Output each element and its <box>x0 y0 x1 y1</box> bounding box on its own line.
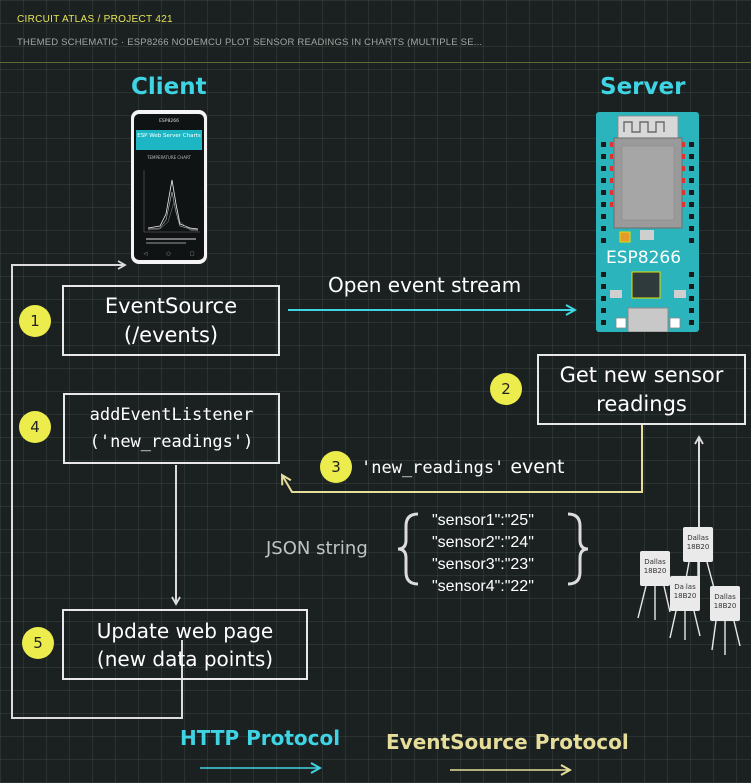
phone-chart <box>143 170 200 244</box>
step-1-line-2: (/events) <box>123 322 219 347</box>
step-2-get-readings-box: Get new sensor readings <box>537 354 746 425</box>
step-3-badge: 3 <box>320 451 352 483</box>
step-4-line-2: ('new_readings') <box>89 431 254 452</box>
json-line-sensor4: "sensor4":"22" <box>432 578 534 595</box>
breadcrumb[interactable]: CIRCUIT ATLAS / PROJECT 421 <box>17 14 173 25</box>
json-string-label: JSON string <box>266 538 368 559</box>
phone-banner: ESP Web Server Charts <box>136 130 202 150</box>
step-5-line-2: (new data points) <box>96 646 274 671</box>
step-5-update-box: Update web page (new data points) <box>62 609 308 680</box>
sensor-1-label-line-1: Dallas <box>644 558 666 566</box>
new-readings-event-arrow <box>282 425 643 493</box>
sensor-probe-4: Dallas 18B20 <box>710 586 740 621</box>
server-title: Server <box>600 74 686 100</box>
phone-nav-bar: ◁ ○ □ <box>134 251 204 257</box>
sensor-4-label-line-1: Dallas <box>714 593 736 601</box>
step-2-line-1: Get new sensor <box>559 362 724 387</box>
sensor-3-label-line-2: 18B20 <box>673 592 697 600</box>
legend-eventsource-label: EventSource Protocol <box>386 730 629 754</box>
json-right-brace <box>567 512 589 586</box>
json-line-sensor3: "sensor3":"23" <box>432 556 534 573</box>
sensor-4-label-line-2: 18B20 <box>713 602 737 610</box>
json-line-sensor2: "sensor2":"24" <box>432 534 534 551</box>
step-4-badge: 4 <box>19 411 51 443</box>
legend-http-label: HTTP Protocol <box>180 726 341 750</box>
step-5-badge: 5 <box>22 627 54 659</box>
json-lines: "sensor1":"25" "sensor2":"24" "sensor3":… <box>432 510 534 598</box>
sensor-2-label-line-2: 18B20 <box>686 543 710 551</box>
esp8266-board: ESP8266 <box>596 112 699 332</box>
phone-screen: ESP8266 ESP Web Server Charts TEMPERATUR… <box>134 114 204 260</box>
step-4-line-1: addEventListener <box>89 404 254 425</box>
back-icon: ◁ <box>143 251 148 257</box>
step-3-event-text: event <box>504 456 565 478</box>
phone-illustration: ESP8266 ESP Web Server Charts TEMPERATUR… <box>131 110 207 264</box>
step-3-event-code: 'new_readings' <box>361 458 505 478</box>
step-1-badge: 1 <box>19 305 51 337</box>
sensor-2-label-line-1: Dallas <box>687 534 709 542</box>
step-2-line-2: readings <box>596 391 687 416</box>
step-4-listener-box: addEventListener ('new_readings') <box>63 393 280 464</box>
board-details <box>601 115 694 332</box>
step-1-line-1: EventSource <box>104 293 238 318</box>
board-label: ESP8266 <box>606 248 682 268</box>
client-title: Client <box>131 74 207 100</box>
step-3-event-label: 'new_readings' event <box>361 456 564 478</box>
page-subtitle: THEMED SCHEMATIC · ESP8266 NODEMCU PLOT … <box>17 37 483 48</box>
open-stream-label: Open event stream <box>328 273 522 297</box>
sensor-probe-1: Dallas 18B20 <box>640 551 670 586</box>
step-2-badge: 2 <box>490 373 522 405</box>
sensor-1-label-line-2: 18B20 <box>643 567 667 575</box>
header-bar: CIRCUIT ATLAS / PROJECT 421 THEMED SCHEM… <box>0 0 751 63</box>
step-5-line-1: Update web page <box>96 618 274 643</box>
loop-return-line <box>11 260 183 719</box>
step-1-eventsource-box: EventSource (/events) <box>62 285 280 356</box>
sensor-probe-2: Dallas 18B20 <box>683 527 713 562</box>
home-icon: ○ <box>166 251 171 257</box>
json-line-sensor1: "sensor1":"25" <box>432 512 534 529</box>
recent-apps-icon: □ <box>189 251 195 257</box>
json-left-brace <box>397 512 419 586</box>
phone-chart-title: TEMPERATURE CHART <box>147 155 191 160</box>
phone-brand: ESP8266 <box>159 119 179 124</box>
